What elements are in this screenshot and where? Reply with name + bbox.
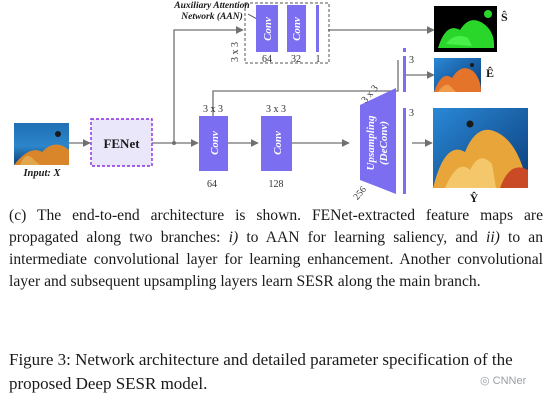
aan-conv1-block [256,5,278,52]
subcaption-item-i: i) [228,229,239,246]
architecture-diagram: Input: X FENet Auxiliary Attention Netwo… [14,1,528,205]
branch-dot [172,141,176,145]
main-conv1-label: Conv [209,131,221,155]
output-s-label: Ŝ [501,10,508,24]
main-conv2-kernel: 3 x 3 [266,104,286,115]
output-e-label: Ê [486,66,494,80]
output-s-layer [403,48,406,52]
upsampling-label-line2: (DeConv) [378,121,390,165]
aan-conv1-channels: 64 [262,54,272,65]
main-conv1-kernel: 3 x 3 [203,104,223,115]
aan-title-line2: Network (AAN) [180,11,243,22]
watermark-text: CNNer [492,375,527,387]
subcaption-mid1: to AAN for learning saliency, and [238,229,486,246]
output-y-label: Ŷ [470,191,479,205]
output-y-layer [403,108,406,194]
main-conv2-channels: 128 [269,179,284,190]
sesr-output-image [433,108,528,188]
aan-conv2-block [287,5,306,52]
aan-conv2-label: Conv [291,17,303,41]
wechat-icon: ◎ [480,375,493,387]
output-e-channels: 3 [409,55,414,66]
aan-output-layer [316,5,319,52]
watermark: ◎ CNNer [480,374,526,387]
saliency-output-image [434,6,497,52]
aan-output-channels: 1 [316,54,321,65]
main-conv1-block [199,116,228,171]
subcaption-item-ii: ii) [486,229,500,246]
input-label: Input: X [22,168,61,179]
aan-conv1-label: Conv [262,17,274,41]
main-conv2-block [261,116,292,171]
output-y-channels: 3 [409,108,414,119]
fenet-label: FENet [103,136,140,151]
aan-title-line1: Auxiliary Attention [173,1,249,11]
output-e-layer [403,56,406,92]
aan-kernel-label: 3 x 3 [230,42,241,62]
subcaption-prefix: (c) The end-to-end architecture is shown… [9,207,543,246]
aan-box [244,2,330,64]
main-conv2-label: Conv [272,131,284,155]
aan-conv2-channels: 32 [291,54,301,65]
upsampling-channels: 256 [352,185,369,203]
subfigure-caption: (c) The end-to-end architecture is shown… [9,205,543,293]
upsampling-block [360,88,396,194]
figure-caption: Figure 3: Network architecture and detai… [9,350,513,393]
input-image [14,123,69,165]
upsampling-label-line1: Upsampling [365,115,377,171]
subcaption-mid2: to an intermediate convolutional layer f… [9,229,543,290]
enhanced-output-image [434,58,481,92]
fenet-block [90,118,153,167]
main-conv1-channels: 64 [207,179,217,190]
